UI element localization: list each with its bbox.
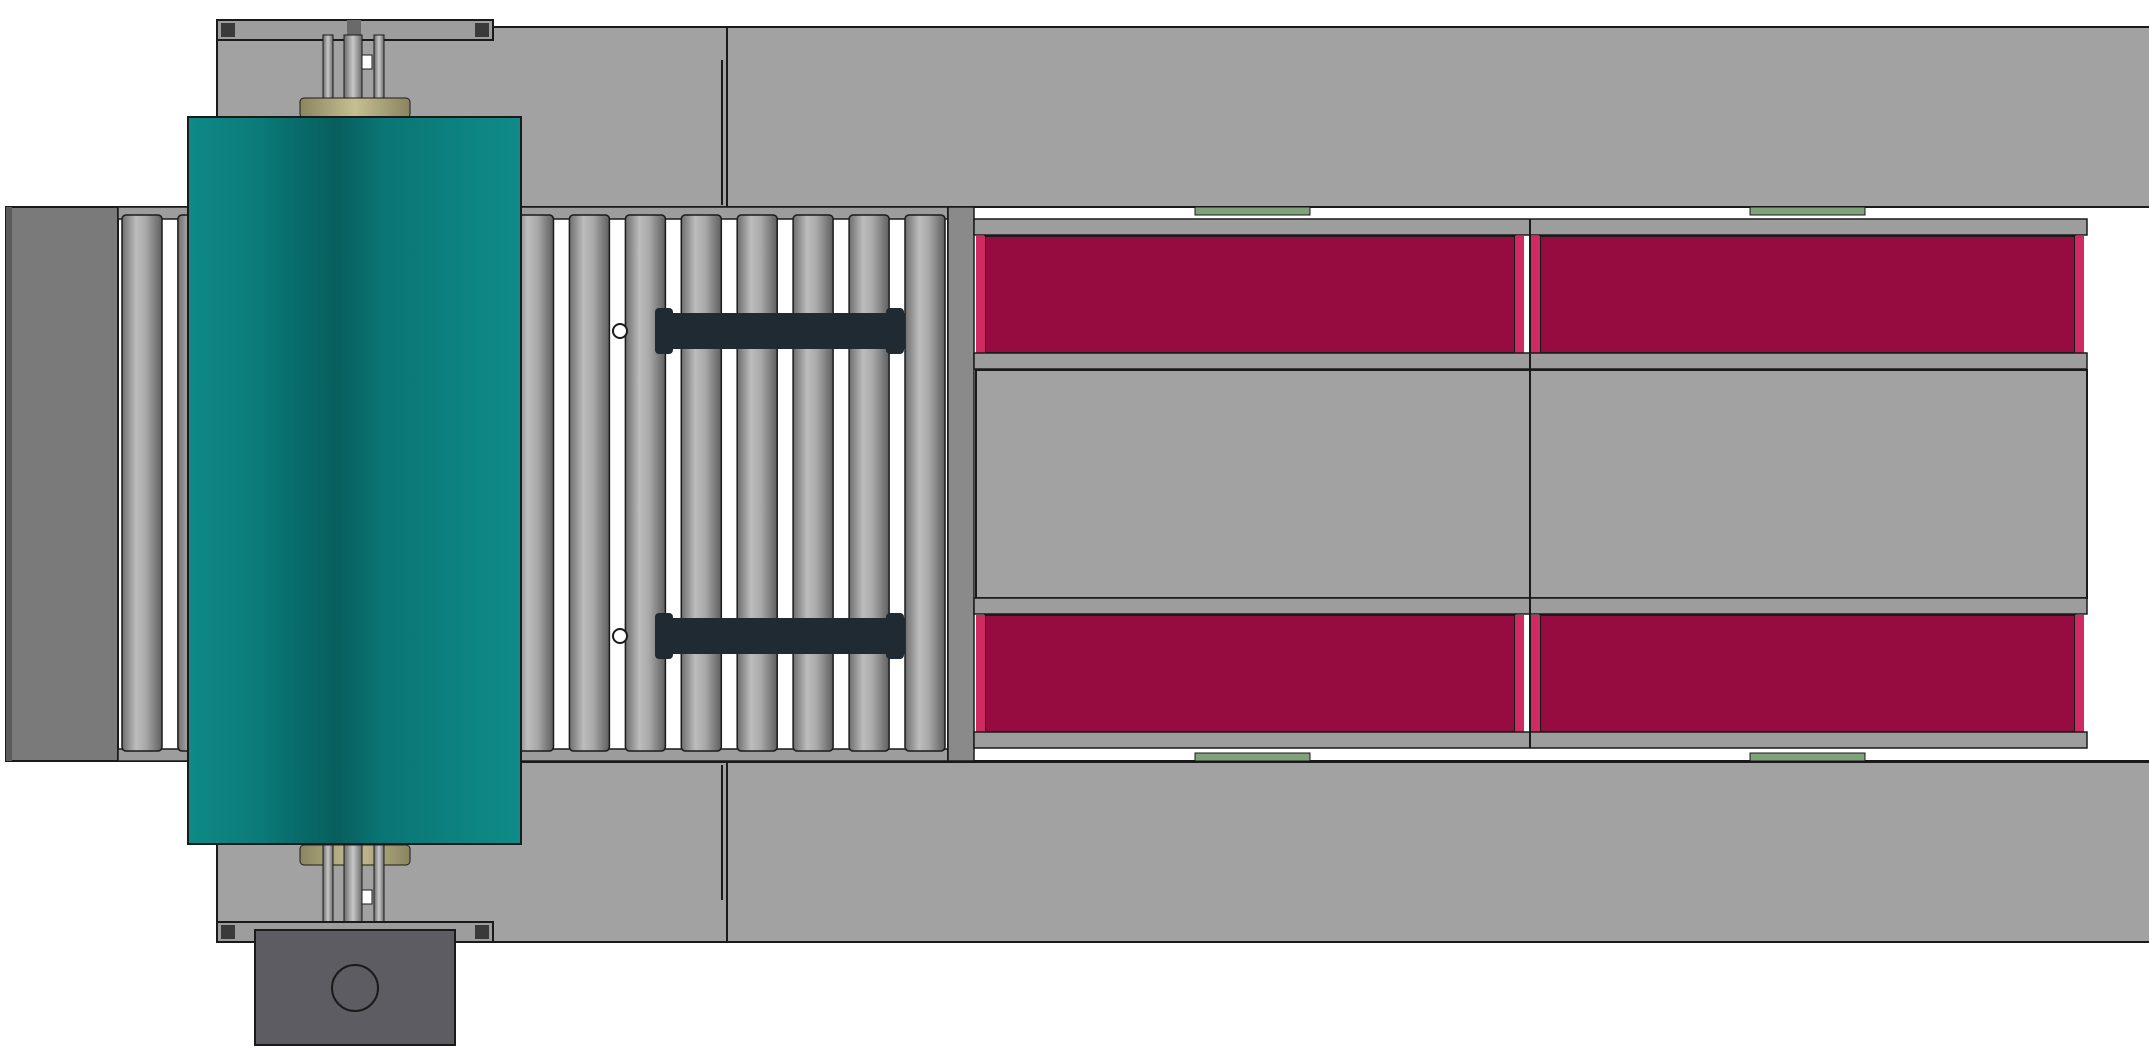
top-bearing-bracket bbox=[216, 19, 494, 119]
press-pad-bottom-left bbox=[984, 614, 1516, 733]
press-frame-infeed-edge bbox=[947, 206, 975, 762]
motor-shaft-icon bbox=[331, 964, 379, 1012]
frame-plates bbox=[216, 26, 2149, 943]
conveyor-roller bbox=[624, 214, 667, 752]
conveyor-roller bbox=[792, 214, 834, 752]
conveyor-roller bbox=[736, 214, 778, 752]
drive-chain-upper bbox=[612, 308, 905, 354]
press-pad-bottom-right bbox=[1539, 614, 2076, 733]
infeed-plate bbox=[5, 206, 119, 762]
drive-chain-lower bbox=[612, 613, 905, 659]
bottom-frame-plate-right bbox=[726, 761, 2149, 943]
conveyor-roller bbox=[568, 214, 611, 752]
press-center-plate bbox=[975, 369, 2088, 599]
press-pad-top-right bbox=[1539, 235, 2076, 354]
conveyor-roller bbox=[121, 214, 163, 752]
conveyor-roller bbox=[848, 214, 890, 752]
drum bbox=[187, 116, 522, 845]
press-pad-top-left bbox=[984, 235, 1516, 354]
press-frame bbox=[947, 206, 2149, 762]
conveyor-roller bbox=[680, 214, 723, 752]
top-frame-plate-right bbox=[726, 26, 2149, 208]
motor-box bbox=[254, 929, 456, 1046]
conveyor-roller bbox=[904, 214, 946, 752]
